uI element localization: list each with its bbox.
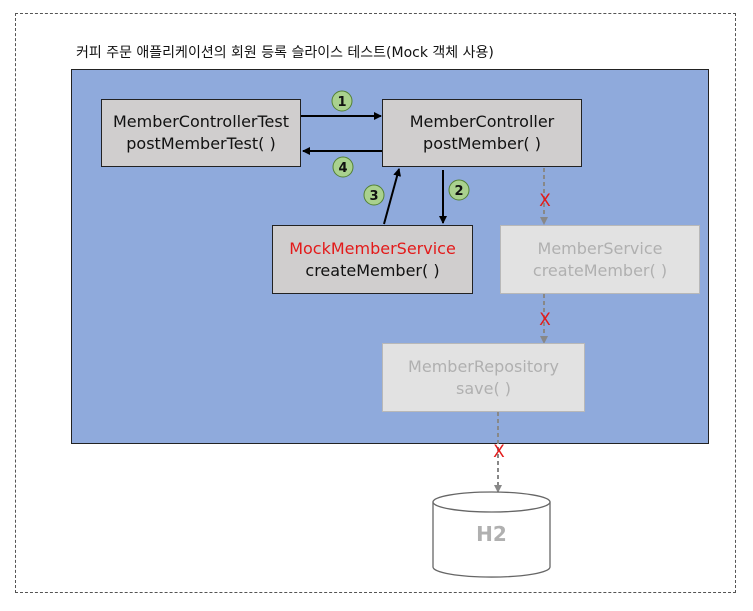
repository-method: save( ) [455, 378, 512, 398]
repository-class: MemberRepository [408, 356, 559, 376]
step-badge-3: 3 [363, 184, 385, 206]
diagram-title: 커피 주문 애플리케이션의 회원 등록 슬라이스 테스트(Mock 객체 사용) [76, 45, 494, 61]
controller-test-method: postMemberTest( ) [126, 134, 276, 153]
svg-text:3: 3 [369, 189, 378, 204]
mock-service-node: MockMemberService createMember( ) [272, 225, 473, 294]
service-class: MemberService [537, 238, 663, 258]
controller-class: MemberController [409, 112, 555, 131]
svg-text:1: 1 [337, 95, 346, 110]
blocked-marker-service: X [539, 191, 551, 211]
controller-test-class: MemberControllerTest [112, 112, 290, 131]
step-badge-2: 2 [448, 179, 470, 201]
database-cylinder-icon [432, 491, 551, 578]
arrow-step-3 [383, 168, 402, 225]
controller-method: postMember( ) [423, 134, 541, 153]
diagram-frame [15, 13, 736, 593]
controller-test-node: MemberControllerTest postMemberTest( ) [101, 99, 301, 167]
step-badge-4: 4 [332, 156, 354, 178]
service-node: MemberService createMember( ) [500, 225, 700, 294]
mock-service-class: MockMemberService [289, 238, 456, 258]
blocked-marker-database: X [493, 442, 505, 462]
blocked-marker-repository: X [539, 310, 551, 330]
controller-node: MemberController postMember( ) [382, 99, 582, 167]
step-badge-1: 1 [331, 90, 353, 112]
mock-service-method: createMember( ) [305, 260, 440, 280]
database-label: H2 [476, 522, 507, 546]
service-method: createMember( ) [532, 260, 668, 280]
svg-text:2: 2 [454, 184, 463, 199]
repository-node: MemberRepository save( ) [382, 343, 585, 412]
svg-text:4: 4 [338, 161, 347, 176]
